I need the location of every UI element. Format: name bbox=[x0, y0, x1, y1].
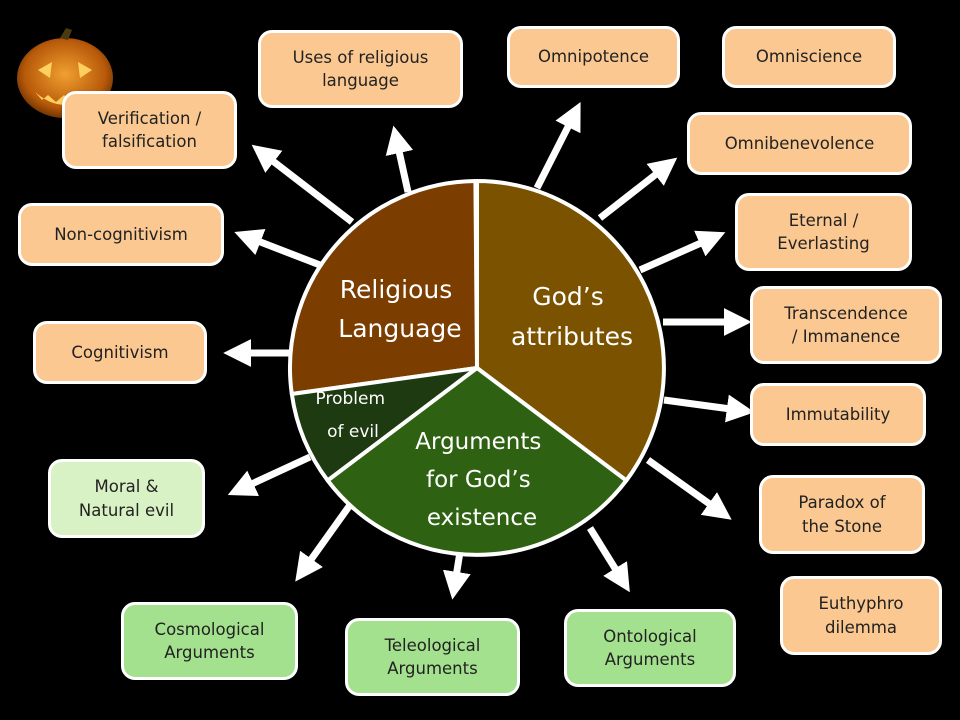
box-omniscience[interactable]: Omniscience bbox=[722, 26, 896, 88]
arrow-eternal bbox=[638, 230, 726, 274]
arrow-cosmological bbox=[295, 502, 353, 582]
arrow-uses-of-religious-language bbox=[385, 125, 414, 193]
box-omnibenevolence[interactable]: Omnibenevolence bbox=[687, 112, 912, 175]
box-non-cognitivism[interactable]: Non-cognitivism bbox=[18, 203, 224, 266]
segment-religious-language[interactable] bbox=[288, 179, 479, 396]
segment-gods-attributes[interactable] bbox=[475, 179, 666, 483]
segment-label-gods-attributes: God’s attributes bbox=[511, 282, 633, 351]
segment-label-problem-of-evil: Problem of evil bbox=[316, 389, 391, 442]
box-cognitivism[interactable]: Cognitivism bbox=[33, 321, 207, 384]
arrow-immutability bbox=[663, 394, 755, 423]
segment-label-arguments: Arguments for God’s existence bbox=[415, 429, 548, 531]
arrow-non-cognitivism bbox=[234, 228, 322, 269]
arrow-teleological bbox=[442, 551, 471, 600]
box-omnipotence[interactable]: Omnipotence bbox=[507, 26, 680, 88]
box-verification-falsification[interactable]: Verification /falsification bbox=[62, 91, 237, 169]
arrow-omnipotence bbox=[533, 102, 581, 190]
topic-pie bbox=[288, 179, 666, 557]
arrow-omnibenevolence bbox=[597, 157, 678, 221]
arrow-ontological bbox=[587, 526, 630, 593]
arrow-paradox bbox=[645, 457, 732, 520]
box-moral-natural-evil[interactable]: Moral &Natural evil bbox=[48, 459, 205, 538]
arrows bbox=[223, 102, 755, 600]
box-eternal-everlasting[interactable]: Eternal /Everlasting bbox=[735, 193, 912, 271]
arrow-moral-natural-evil bbox=[227, 453, 312, 497]
segment-arguments-for-gods-existence[interactable] bbox=[325, 366, 629, 557]
box-immutability[interactable]: Immutability bbox=[750, 383, 926, 446]
box-transcendence-immanence[interactable]: Transcendence/ Immanence bbox=[750, 286, 942, 364]
segment-label-religious-language: Religious Language bbox=[338, 275, 461, 343]
arrow-verification bbox=[251, 144, 355, 225]
